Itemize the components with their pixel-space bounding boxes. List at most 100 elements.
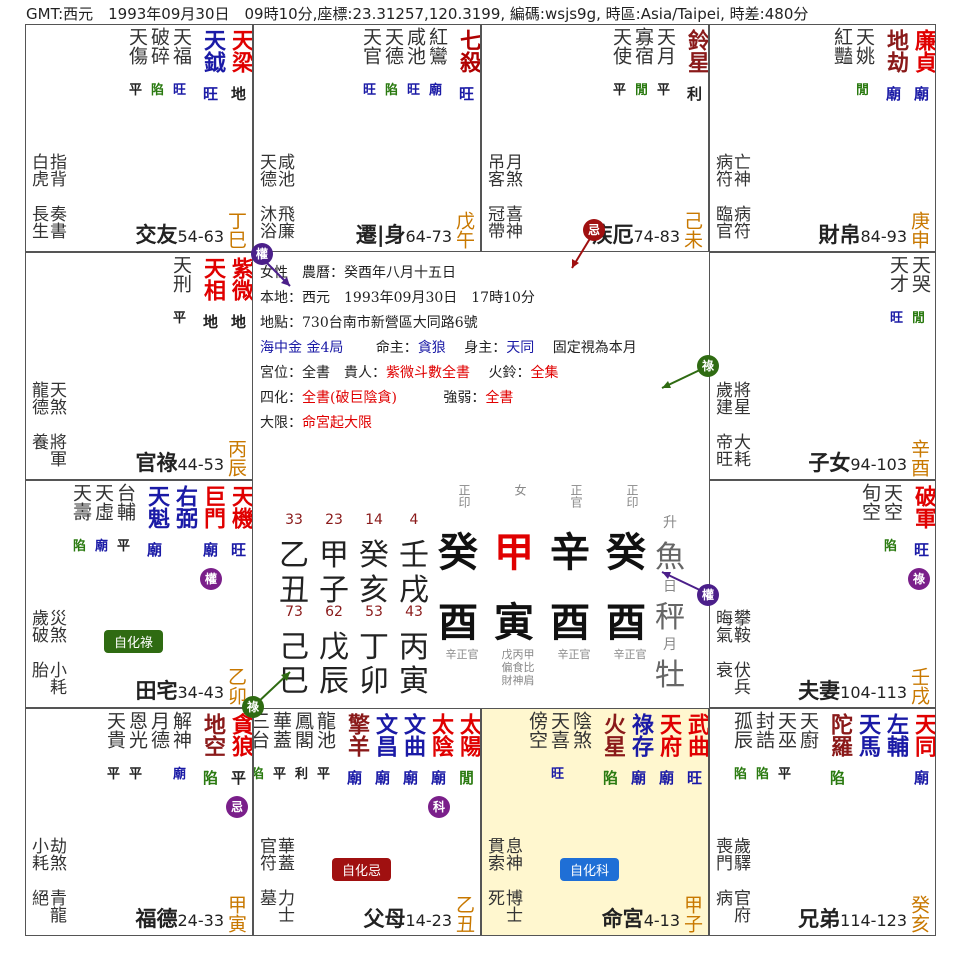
boshi-star: 官府: [730, 889, 750, 923]
palace-method: 宮位：全書 貴人：: [260, 365, 386, 381]
mingzhu-label: 命主：: [375, 340, 418, 356]
boshi-star: 大耗: [730, 433, 750, 467]
ganzhi: 辛酉: [908, 439, 930, 477]
lu-badge-1: 祿: [697, 355, 719, 377]
ganzhi: 丙辰: [225, 439, 247, 477]
major-brightness: 廟: [347, 769, 363, 787]
shensha-1: 攀鞍: [730, 609, 750, 643]
branch: 酉: [550, 600, 590, 646]
major-star: 地劫: [883, 29, 908, 73]
boshi-star: 力士: [274, 889, 294, 923]
hidden-stems: 辛正官: [557, 648, 591, 661]
minor-star: 天虛: [92, 483, 114, 521]
ganzhi: 庚申: [908, 211, 930, 249]
major-star: 火星: [600, 713, 625, 757]
shensha-1: 歲驛: [730, 837, 750, 871]
major-star: 天梁: [228, 29, 253, 73]
palace-name: 子女94-103: [808, 451, 907, 475]
major-star: 左輔: [883, 713, 908, 757]
minor-brightness: 陷: [756, 767, 770, 782]
shensha-1: 息神: [502, 837, 522, 871]
boshi-star: 飛廉: [274, 205, 294, 239]
major-brightness: 廟: [914, 85, 930, 103]
year-stem: 癸: [606, 530, 646, 576]
minor-brightness: 陷: [734, 767, 748, 782]
minor-brightness: 旺: [551, 767, 565, 782]
shensha-1: 將星: [730, 381, 750, 415]
shensha-2: 病符: [712, 153, 732, 187]
minor-star: 天巫: [775, 711, 797, 749]
shensha-2: 吊客: [484, 153, 504, 187]
major-brightness: 廟: [147, 541, 163, 559]
major-star: 武曲: [684, 713, 709, 757]
minor-star: 破碎: [148, 27, 170, 65]
palace-fumu[interactable]: 太陽閒太陰廟文曲廟文昌廟擎羊廟龍池平鳳閣利華蓋平三台陷華蓋官符力士墓父母14-2…: [253, 708, 481, 936]
shensha-1: 月煞: [502, 153, 522, 187]
shensha-2: 白虎: [28, 153, 48, 187]
dayun-stem: 戊: [319, 630, 349, 665]
dayun-stem: 乙: [279, 538, 309, 573]
changsheng: 沐浴: [256, 205, 276, 239]
major-brightness: 廟: [403, 769, 419, 787]
minor-star: 天姚: [853, 27, 875, 65]
minor-star: 天空: [881, 483, 903, 521]
dayun-branch: 丑: [279, 573, 309, 608]
side-mark: 魚: [655, 540, 685, 575]
major-brightness: 旺: [203, 85, 219, 103]
changsheng: 帝旺: [712, 433, 732, 467]
minor-star: 孤辰: [731, 711, 753, 749]
dayun-branch: 巳: [279, 664, 309, 699]
minor-star: 紅豔: [831, 27, 853, 65]
minor-brightness: 陷: [254, 763, 264, 782]
shensha-1: 華蓋: [274, 837, 294, 871]
major-star: 破軍: [911, 485, 936, 529]
lu-badge-2: 祿: [242, 696, 264, 718]
major-star: 太陽: [456, 713, 481, 757]
shensha-2: 天德: [256, 153, 276, 187]
info-line-1: 女性 農曆：癸酉年八月十五日: [260, 265, 456, 281]
dayun-branch: 亥: [359, 573, 389, 608]
minor-brightness: 平: [778, 767, 792, 782]
shensha-2: 歲破: [28, 609, 48, 643]
minor-star: 封誥: [753, 711, 775, 749]
minor-brightness: 閒: [856, 83, 870, 98]
info-line-4: 海中金 金4局 命主：貪狼 身主：天同 固定視為本月: [260, 337, 637, 357]
shensha-1: 咸池: [274, 153, 294, 187]
major-star: 地空: [200, 713, 225, 757]
ke-badge-fumu: 科: [428, 796, 450, 818]
major-star: 廉貞: [911, 29, 936, 73]
ganzhi: 乙卯: [225, 667, 247, 705]
boshi-star: 青龍: [46, 889, 66, 923]
changsheng: 胎: [28, 661, 48, 678]
ganzhi: 癸亥: [908, 895, 930, 933]
minor-brightness: 陷: [73, 539, 87, 554]
minor-star: 三台: [253, 711, 270, 749]
year-stem: 甲: [494, 530, 534, 576]
minor-brightness: 平: [317, 767, 331, 782]
sihua: 全書(破巨陰貪): [302, 390, 397, 406]
major-brightness: 廟: [914, 769, 930, 787]
header-info: GMT:西元 1993年09月30日 09時10分,座標:23.31257,12…: [26, 5, 809, 23]
shensha-1: 亡神: [730, 153, 750, 187]
branch: 酉: [606, 600, 646, 646]
shensha-2: 官符: [256, 837, 276, 871]
ji-badge-fude: 忌: [226, 796, 248, 818]
boshi-star: 奏書: [46, 205, 66, 239]
major-star: 文曲: [400, 713, 425, 757]
palace-name: 福德24-33: [135, 907, 225, 931]
minor-star: 天使: [610, 27, 632, 65]
shensha-2: 歲建: [712, 381, 732, 415]
dayun-stem: 丁: [359, 630, 389, 665]
ganzhi: 己未: [681, 211, 703, 249]
